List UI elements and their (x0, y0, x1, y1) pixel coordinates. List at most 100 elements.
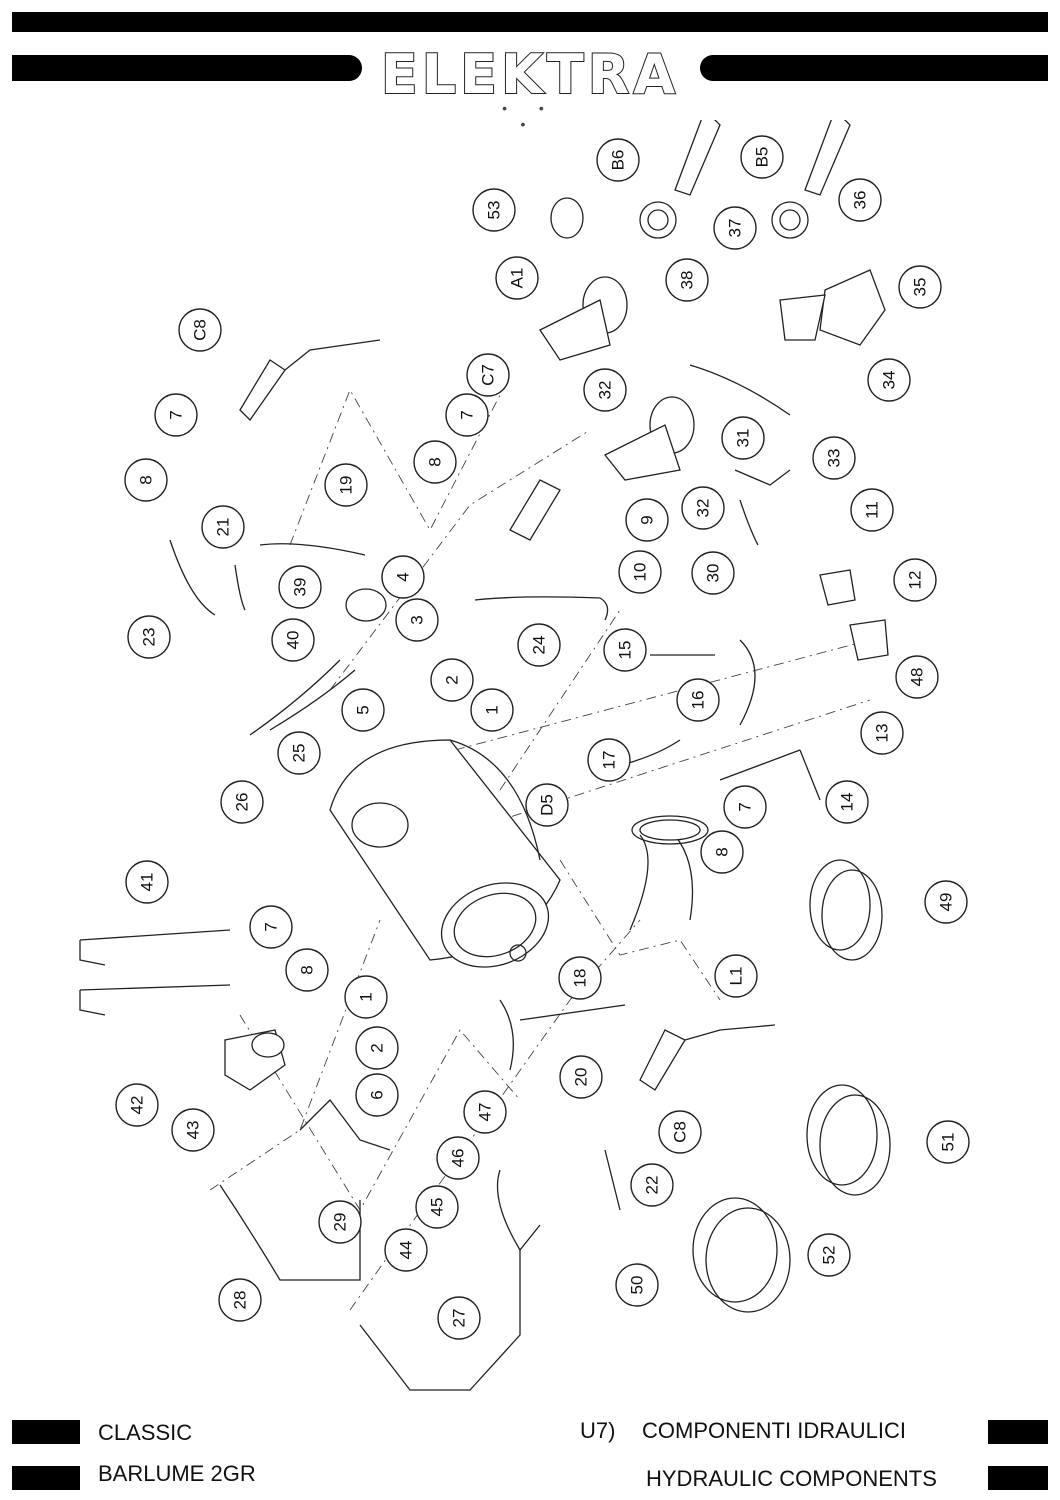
callout-32: 32 (583, 368, 627, 412)
callout-label: 4 (394, 572, 413, 581)
callout-bubble (926, 1120, 970, 1164)
callout-label: 14 (838, 793, 857, 812)
callout-12: 12 (893, 558, 937, 602)
callout-label: 36 (851, 191, 870, 210)
callout-36: 36 (838, 178, 882, 222)
callout-bubble (721, 416, 765, 460)
callout-bubble (681, 486, 725, 530)
callout-bubble (249, 905, 293, 949)
callout-24: 24 (517, 623, 561, 667)
callout-bubble (344, 975, 388, 1019)
callout-bubble (341, 688, 385, 732)
boiler-d5 (329, 739, 561, 968)
callout-bubble (415, 1185, 459, 1229)
callout-bubble (445, 393, 489, 437)
callout-label: 23 (140, 628, 159, 647)
callout-26: 26 (220, 780, 264, 824)
callout-15: 15 (603, 628, 647, 672)
callout-bubble (125, 860, 169, 904)
callout-label: 51 (939, 1133, 958, 1152)
callout-44: 44 (384, 1228, 428, 1272)
callout-label: 18 (571, 969, 590, 988)
callout-bubble (178, 308, 222, 352)
callout-label: C7 (479, 364, 498, 386)
callout-32: 32 (681, 486, 725, 530)
callout-bubble (201, 505, 245, 549)
callout-bubble (825, 780, 869, 824)
callout-22: 22 (630, 1163, 674, 1207)
callout-17: 17 (587, 738, 631, 782)
callout-7: 7 (154, 393, 198, 437)
callout-53: 53 (472, 188, 516, 232)
callout-bubble (713, 206, 757, 250)
callout-6: 6 (355, 1073, 399, 1117)
callout-bubble (700, 830, 744, 874)
callout-bubble (436, 1136, 480, 1180)
callout-bubble (583, 368, 627, 412)
callout-42: 42 (115, 1083, 159, 1127)
callout-bubble (115, 1083, 159, 1127)
callout-label: 8 (713, 847, 732, 856)
callout-bubble (472, 188, 516, 232)
callout-bubble (558, 956, 602, 1000)
callout-label: 48 (908, 668, 927, 687)
callout-label: 49 (937, 893, 956, 912)
callout-label: L1 (727, 967, 746, 986)
callout-25: 25 (277, 731, 321, 775)
callout-label: 37 (726, 219, 745, 238)
callout-40: 40 (271, 618, 315, 662)
callout-bubble (437, 1296, 481, 1340)
callout-2: 2 (430, 658, 474, 702)
callout-label: 8 (137, 475, 156, 484)
callout-label: 5 (354, 705, 373, 714)
callout-bubble (271, 618, 315, 662)
callout-37: 37 (713, 206, 757, 250)
cap-53 (550, 197, 584, 239)
callout-label: 15 (616, 641, 635, 660)
callout-a1: A1 (495, 256, 539, 300)
callout-46: 46 (436, 1136, 480, 1180)
callout-label: 34 (880, 371, 899, 390)
callout-30: 30 (691, 551, 735, 595)
group-head-upper (539, 276, 628, 361)
callout-49: 49 (924, 880, 968, 924)
callout-bubble (618, 550, 662, 594)
callout-label: 19 (337, 476, 356, 495)
callout-39: 39 (278, 565, 322, 609)
callout-label: 27 (450, 1309, 469, 1328)
callout-label: A1 (508, 268, 527, 289)
callout-bubble (658, 1110, 702, 1154)
callout-bubble (665, 258, 709, 302)
callout-bubble (278, 565, 322, 609)
callout-label: C8 (191, 319, 210, 341)
callout-51: 51 (926, 1120, 970, 1164)
callout-label: 44 (397, 1241, 416, 1260)
callout-bubble (355, 1026, 399, 1070)
callout-label: 40 (284, 631, 303, 650)
callout-7: 7 (723, 785, 767, 829)
callout-label: C8 (671, 1121, 690, 1143)
callout-c8: C8 (658, 1110, 702, 1154)
callout-21: 21 (201, 505, 245, 549)
callout-5: 5 (341, 688, 385, 732)
callout-10: 10 (618, 550, 662, 594)
callout-1: 1 (470, 688, 514, 732)
callout-38: 38 (665, 258, 709, 302)
callout-bubble (466, 353, 510, 397)
callout-label: 26 (233, 793, 252, 812)
callout-52: 52 (807, 1233, 851, 1277)
callout-bubble (384, 1228, 428, 1272)
callout-label: 7 (167, 410, 186, 419)
callout-label: 2 (443, 675, 462, 684)
callout-bubble (154, 393, 198, 437)
callout-label: 30 (704, 564, 723, 583)
callout-bubble (893, 558, 937, 602)
callout-bubble (430, 658, 474, 702)
callout-16: 16 (676, 678, 720, 722)
callout-4: 4 (381, 555, 425, 599)
callout-label: 8 (426, 457, 445, 466)
callout-label: 20 (572, 1068, 591, 1087)
callout-bubble (838, 178, 882, 222)
callout-bubble (559, 1055, 603, 1099)
